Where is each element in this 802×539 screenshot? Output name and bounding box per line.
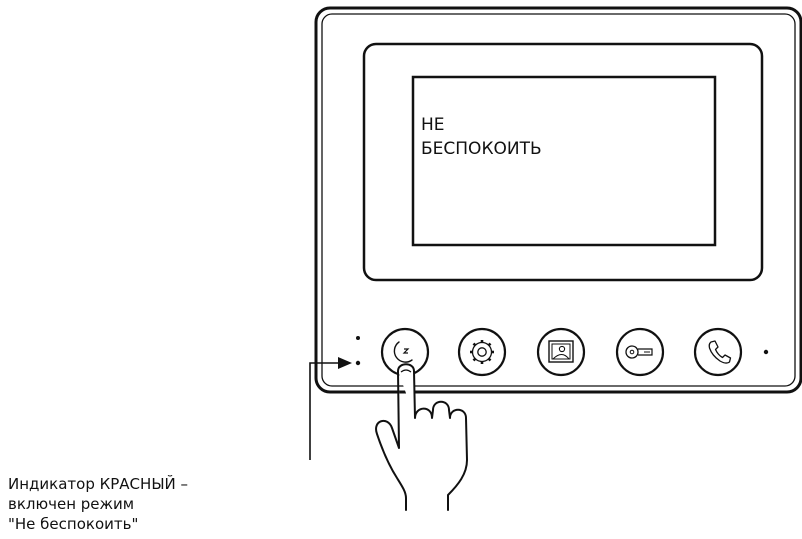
indicator-dot-red	[356, 361, 360, 365]
caption-line-2: включен режим	[8, 495, 134, 513]
indicator-caption: Индикатор КРАСНЫЙ – включен режим "Не бе…	[8, 474, 188, 534]
screen-line-2: БЕСПОКОИТЬ	[421, 139, 542, 159]
gallery-button[interactable]	[538, 329, 584, 375]
settings-button[interactable]	[459, 329, 505, 375]
unlock-button[interactable]	[617, 329, 663, 375]
call-button[interactable]	[695, 329, 741, 375]
screen-message: НЕ БЕСПОКОИТЬ	[421, 113, 542, 161]
display	[364, 44, 762, 280]
indicator-dot-right	[764, 350, 768, 354]
screen-line-1: НЕ	[421, 115, 445, 135]
indicator-dot-top	[356, 336, 360, 340]
caption-line-1: Индикатор КРАСНЫЙ –	[8, 475, 188, 493]
caption-line-3: "Не беспокоить"	[8, 515, 138, 533]
